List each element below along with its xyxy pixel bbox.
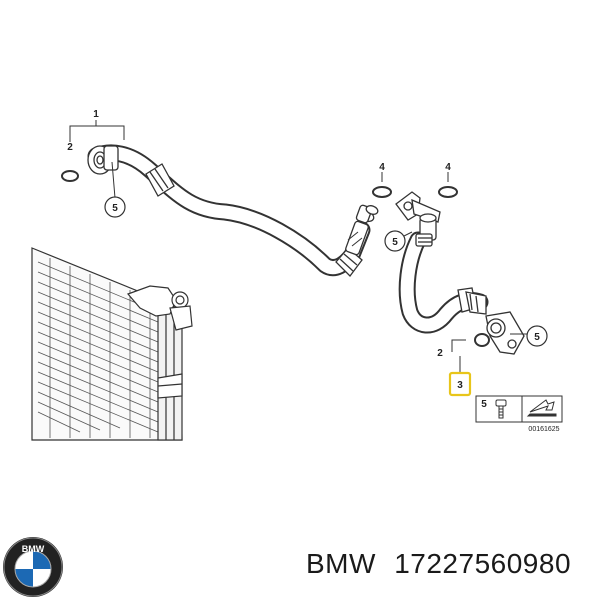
brand-name: BMW (306, 548, 376, 579)
callout-2-top: 2 (67, 142, 73, 153)
o-ring-part-4-right (438, 186, 458, 198)
pipe-fitting-upper (395, 191, 441, 247)
arrow-icon (526, 399, 557, 417)
radiator-fins (37, 258, 159, 438)
o-rings (61, 170, 490, 347)
callout-5-mid: 5 (392, 237, 398, 248)
leader-lines (69, 120, 528, 372)
upper-oil-pipe (87, 144, 379, 277)
callout-5-right: 5 (534, 332, 540, 343)
radiator-bracket (126, 285, 193, 331)
bmw-logo-letters: BMW (22, 544, 45, 554)
o-ring-part-2-lower (474, 333, 490, 347)
o-ring-part-2-top (61, 170, 79, 182)
callout-3-highlight: 3 (457, 380, 463, 391)
bmw-logo: BMW (3, 537, 63, 597)
callout-4-right: 4 (445, 162, 451, 173)
o-ring-part-4-left (372, 186, 392, 198)
flange-fitting (485, 311, 525, 355)
callout-4-left: 4 (379, 162, 385, 173)
callout-5-legend: 5 (481, 399, 487, 410)
callout-5-top: 5 (112, 203, 118, 214)
bolt-icon (495, 399, 507, 419)
hose-clamp-lower (457, 287, 487, 315)
oil-cooler-radiator (31, 247, 193, 441)
reference-code: 00161625 (528, 426, 559, 433)
part-number: 17227560980 (394, 548, 572, 579)
callout-labels: 1 2 5 4 4 5 5 2 3 (67, 109, 548, 397)
callout-5-top-circle: 5 (104, 196, 126, 218)
callout-1: 1 (93, 109, 99, 120)
callout-5-right-circle: 5 (526, 325, 548, 347)
callout-5-mid-circle: 5 (384, 230, 406, 252)
callout-3-highlight-box: 3 (448, 371, 472, 397)
pipe-fitting-left (87, 145, 119, 175)
part-label: BMW 17227560980 (306, 548, 571, 580)
callout-2-lower: 2 (437, 348, 443, 359)
pipe-end-right (345, 204, 379, 256)
lower-oil-pipe (395, 191, 525, 355)
hose-clamp-left (145, 163, 175, 197)
fastener-legend: 5 00161625 (475, 395, 563, 433)
